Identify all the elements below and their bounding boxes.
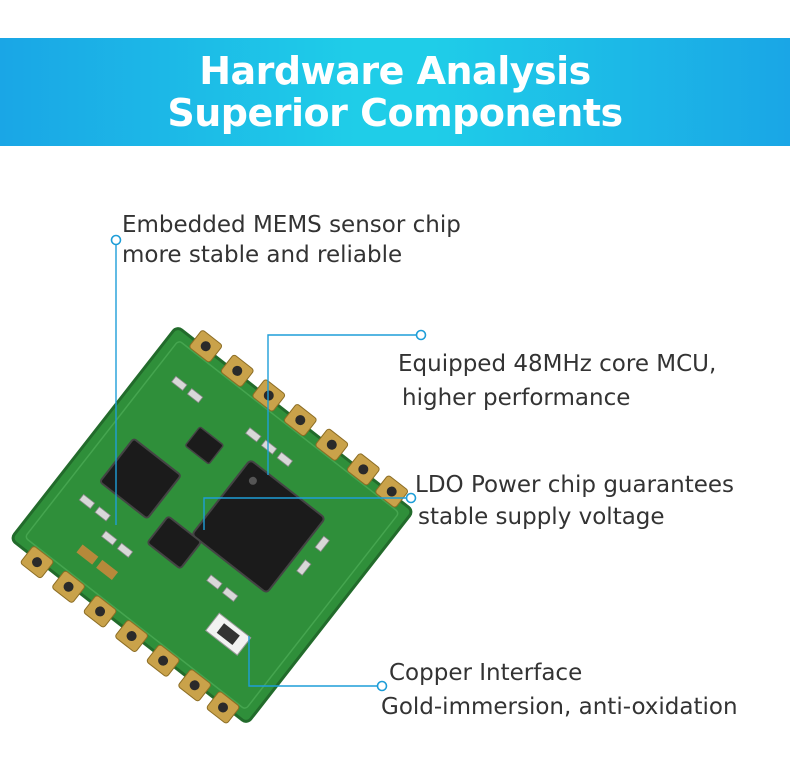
callout-ldo: LDO Power chip guarantees stable supply … bbox=[415, 469, 734, 533]
callout-mems-line1: Embedded MEMS sensor chip bbox=[122, 212, 461, 238]
header-banner: Hardware Analysis Superior Components bbox=[0, 38, 790, 146]
callout-mems-line2: more stable and reliable bbox=[122, 242, 403, 268]
callout-ldo-line1: LDO Power chip guarantees bbox=[415, 472, 735, 498]
mcu-chip bbox=[192, 460, 325, 593]
callout-mcu: Equipped 48MHz core MCU, higher performa… bbox=[398, 347, 716, 415]
leader-lines bbox=[115, 240, 421, 687]
gold-pads bbox=[20, 330, 409, 724]
callout-mems: Embedded MEMS sensor chip more stable an… bbox=[122, 210, 461, 270]
callout-copper: Copper Interface Gold-immersion, anti-ox… bbox=[381, 656, 738, 724]
mems-pointer-dot bbox=[110, 234, 122, 246]
callout-mcu-line2: higher performance bbox=[402, 385, 631, 411]
pcb-board bbox=[11, 327, 413, 724]
ldo-chip bbox=[147, 516, 202, 569]
callout-ldo-line2: stable supply voltage bbox=[418, 504, 665, 530]
mcu-pointer-dot bbox=[415, 329, 427, 341]
title-line-2: Superior Components bbox=[167, 91, 623, 135]
ldo-pointer-dot bbox=[405, 492, 417, 504]
callout-copper-line1: Copper Interface bbox=[389, 660, 583, 686]
copper-pointer-dot bbox=[376, 680, 388, 692]
title-line-1: Hardware Analysis bbox=[199, 49, 591, 93]
callout-copper-line2: Gold-immersion, anti-oxidation bbox=[381, 694, 738, 720]
callout-mcu-line1: Equipped 48MHz core MCU, bbox=[398, 351, 717, 377]
mems-chip bbox=[100, 438, 181, 519]
